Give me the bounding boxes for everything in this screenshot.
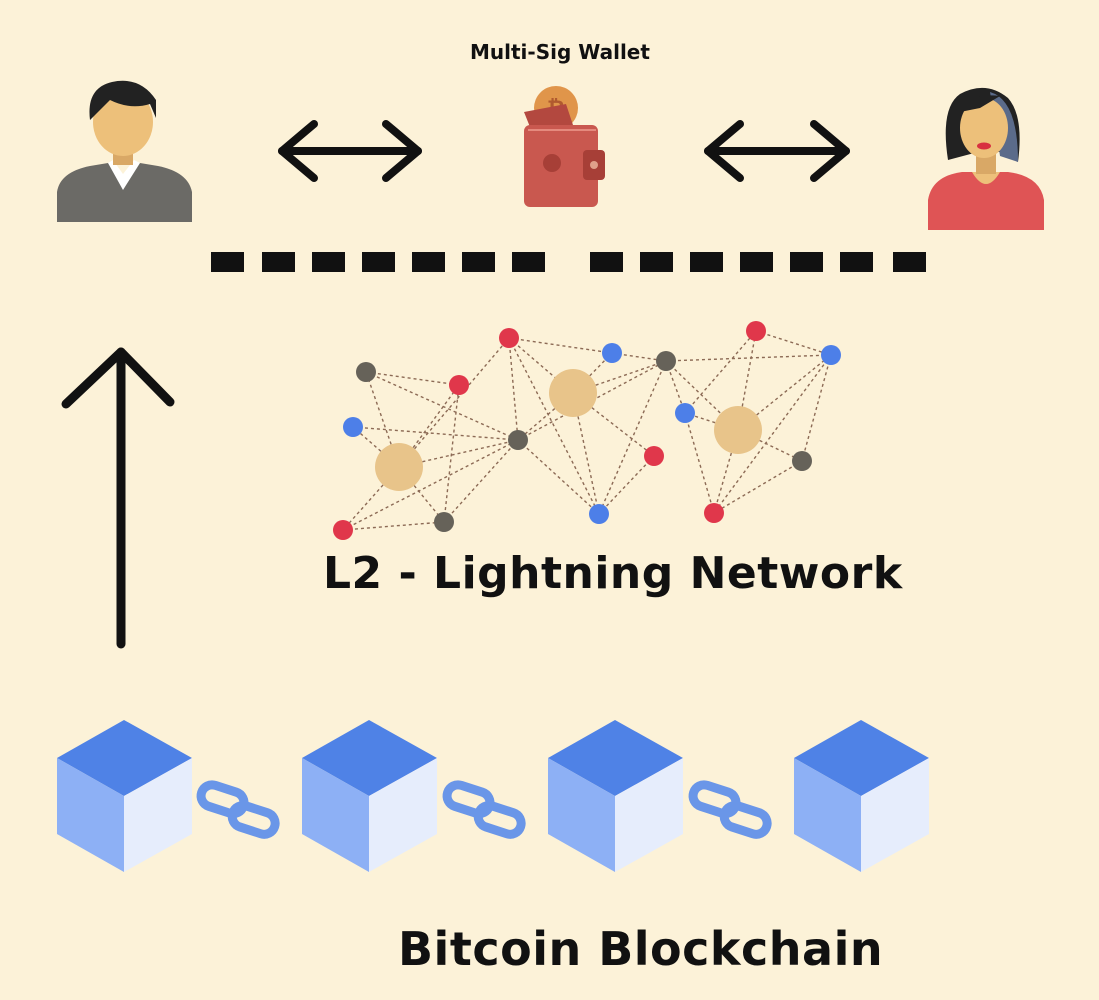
network-edge — [713, 354, 832, 514]
network-edge — [398, 384, 460, 468]
lightning-network-graph — [333, 321, 841, 540]
chain-link-icon — [688, 780, 772, 839]
network-edge — [517, 360, 667, 441]
network-edge — [517, 439, 600, 515]
network-node — [333, 520, 353, 540]
network-node — [589, 504, 609, 524]
network-edge — [342, 439, 519, 531]
network-edge — [801, 354, 832, 462]
block-cube-icon — [548, 720, 683, 872]
double-arrow-icon — [278, 120, 422, 182]
network-edge — [508, 337, 613, 354]
network-edge — [665, 360, 739, 431]
network-edge — [572, 360, 667, 394]
network-edge — [508, 337, 600, 515]
blockchain-row — [57, 720, 929, 872]
network-hub-node — [375, 443, 423, 491]
network-node — [499, 328, 519, 348]
network-node — [644, 446, 664, 466]
network-edge — [665, 354, 832, 362]
network-edge — [737, 330, 757, 431]
network-node — [704, 503, 724, 523]
network-edge — [508, 337, 574, 394]
network-edge — [443, 384, 460, 523]
network-node — [675, 403, 695, 423]
block-cube-icon — [302, 720, 437, 872]
network-edge — [572, 392, 655, 457]
network-edge — [365, 371, 460, 386]
network-edge — [365, 371, 400, 468]
woman-avatar-icon — [928, 87, 1044, 230]
layer2-label: L2 - Lightning Network — [323, 548, 903, 599]
network-edge — [398, 337, 510, 468]
block-cube-icon — [794, 720, 929, 872]
network-node — [343, 417, 363, 437]
network-edge — [365, 371, 519, 441]
network-hub-node — [549, 369, 597, 417]
network-node — [792, 451, 812, 471]
block-cube-icon — [57, 720, 192, 872]
wallet-label: Multi-Sig Wallet — [470, 40, 650, 64]
network-node — [821, 345, 841, 365]
network-node — [602, 343, 622, 363]
network-hub-node — [714, 406, 762, 454]
network-edge — [352, 426, 400, 468]
bitcoin-wallet-icon: ₿ — [524, 86, 605, 207]
network-edge — [713, 460, 803, 514]
layer1-label: Bitcoin Blockchain — [398, 922, 884, 976]
network-node — [656, 351, 676, 371]
double-arrow-icon — [704, 120, 850, 182]
network-edge — [598, 360, 667, 515]
network-edge — [755, 330, 832, 356]
up-arrow-icon — [61, 347, 175, 649]
network-edge — [342, 521, 445, 531]
network-edge — [508, 337, 519, 441]
network-node — [434, 512, 454, 532]
network-edge — [684, 330, 757, 414]
layer-separator-dashes — [211, 252, 926, 272]
network-node — [746, 321, 766, 341]
man-avatar-icon — [57, 80, 192, 222]
chain-link-icon — [196, 780, 280, 839]
chain-link-icon — [442, 780, 526, 839]
network-node — [508, 430, 528, 450]
network-edge — [598, 455, 655, 515]
network-node — [356, 362, 376, 382]
network-node — [449, 375, 469, 395]
network-edge — [443, 439, 519, 523]
network-edge — [684, 412, 715, 514]
